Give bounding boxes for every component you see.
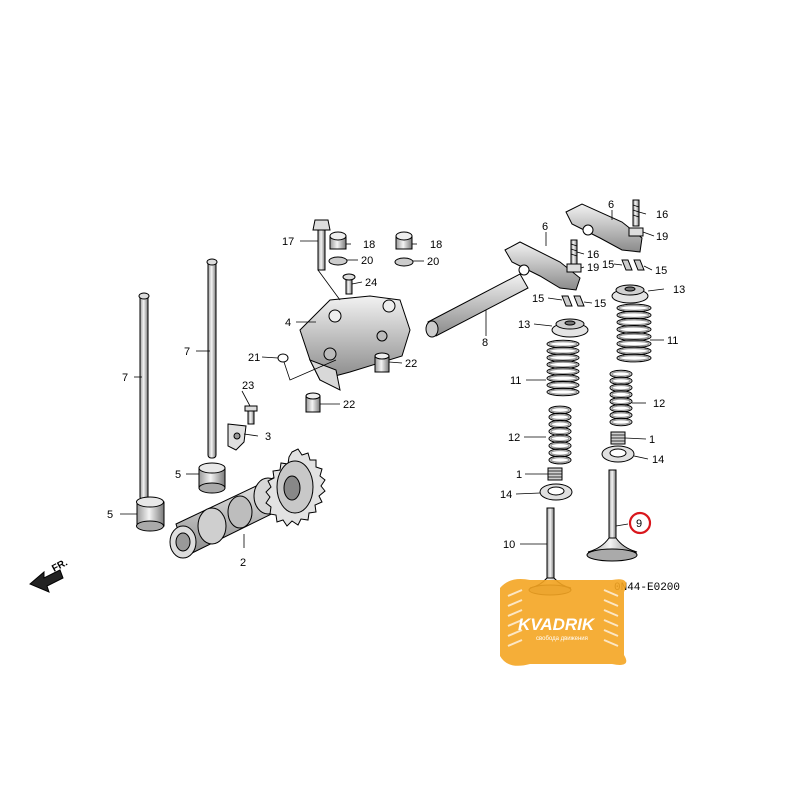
stem-seal-exhaust [610, 431, 626, 445]
o-ring-icon [277, 353, 289, 363]
callout-18: 18 [430, 239, 442, 251]
callout-15: 15 [602, 259, 614, 271]
callout-11: 11 [510, 375, 521, 387]
callout-6: 6 [542, 221, 548, 233]
stem-seal-intake [547, 467, 563, 481]
callout-7: 7 [122, 372, 128, 384]
callout-5: 5 [107, 509, 113, 521]
dowel-pin-upper [374, 352, 390, 373]
cam-sprocket [265, 448, 326, 527]
callout-8: 8 [482, 337, 488, 349]
rocker-arm-intake [504, 241, 581, 291]
front-arrow-icon: FR. [29, 557, 70, 593]
pushrod-left [138, 292, 150, 501]
breather-bracket [227, 423, 247, 451]
outer-spring-intake [546, 339, 580, 397]
callout-19: 19 [656, 231, 668, 243]
callout-6: 6 [608, 199, 614, 211]
callout-23: 23 [242, 380, 254, 392]
callout-18: 18 [363, 239, 375, 251]
adjusting-screw-exhaust [628, 199, 644, 237]
rocker-arm-holder [299, 295, 411, 391]
callout-12: 12 [653, 398, 665, 410]
exhaust-valve [586, 469, 638, 562]
callout-13: 13 [518, 319, 530, 331]
holder-bolt-short [342, 273, 356, 295]
callout-21: 21 [248, 352, 260, 364]
callout-2: 2 [240, 557, 246, 569]
outer-spring-exhaust [616, 303, 652, 363]
watermark-tagline: свобода движения [536, 636, 588, 642]
callout-9: 9 [636, 518, 642, 530]
tappet-left [136, 496, 165, 532]
watermark-brand: KVADRIK [518, 615, 596, 634]
cap-nut-left [328, 231, 348, 266]
leader-lines [120, 210, 665, 548]
cap-nut-right [394, 231, 414, 267]
callout-labels: 7 7 5 5 2 3 4 17 18 18 20 20 24 21 23 22… [107, 199, 685, 569]
callout-7: 7 [184, 346, 190, 358]
bracket-bolt [244, 405, 258, 425]
spring-seat-exhaust [601, 445, 635, 463]
camshaft [169, 448, 326, 559]
callout-1: 1 [649, 434, 655, 446]
valve-cotter-exhaust [621, 259, 645, 271]
callout-4: 4 [285, 317, 291, 329]
callout-15: 15 [532, 293, 544, 305]
callout-20: 20 [427, 256, 439, 268]
callout-17: 17 [282, 236, 294, 248]
dowel-pin-lower [305, 392, 321, 413]
watermark-logo: KVADRIK свобода движения [500, 579, 627, 666]
adjusting-screw-intake [566, 239, 582, 273]
callout-5: 5 [175, 469, 181, 481]
rocker-arm-exhaust [565, 203, 643, 253]
pushrod-right [206, 258, 218, 459]
front-label: FR. [50, 557, 70, 574]
spring-retainer-intake [551, 318, 589, 338]
diagram-code: 0N44-E0200 [614, 582, 680, 594]
callout-15: 15 [594, 298, 606, 310]
callout-14: 14 [500, 489, 512, 501]
callout-3: 3 [265, 431, 271, 443]
callout-22: 22 [405, 358, 417, 370]
callout-24: 24 [365, 277, 377, 289]
highlight-circle [628, 511, 652, 535]
spring-seat-intake [539, 483, 573, 501]
callout-1: 1 [516, 469, 522, 481]
valve-cotter-intake [561, 295, 585, 307]
callout-12: 12 [508, 432, 520, 444]
callout-16: 16 [656, 209, 668, 221]
callout-10: 10 [503, 539, 515, 551]
callout-22: 22 [343, 399, 355, 411]
spring-retainer-exhaust [611, 284, 649, 304]
callout-19: 19 [587, 262, 599, 274]
tappet-right [198, 462, 226, 494]
callout-11: 11 [667, 335, 678, 347]
callout-15: 15 [655, 265, 667, 277]
callout-20: 20 [361, 255, 373, 267]
inner-spring-intake [548, 405, 572, 465]
callout-13: 13 [673, 284, 685, 296]
callout-16: 16 [587, 249, 599, 261]
holder-bolt-long [312, 219, 331, 271]
inner-spring-exhaust [609, 369, 633, 427]
rocker-arm-shaft [425, 273, 529, 338]
callout-14: 14 [652, 454, 664, 466]
